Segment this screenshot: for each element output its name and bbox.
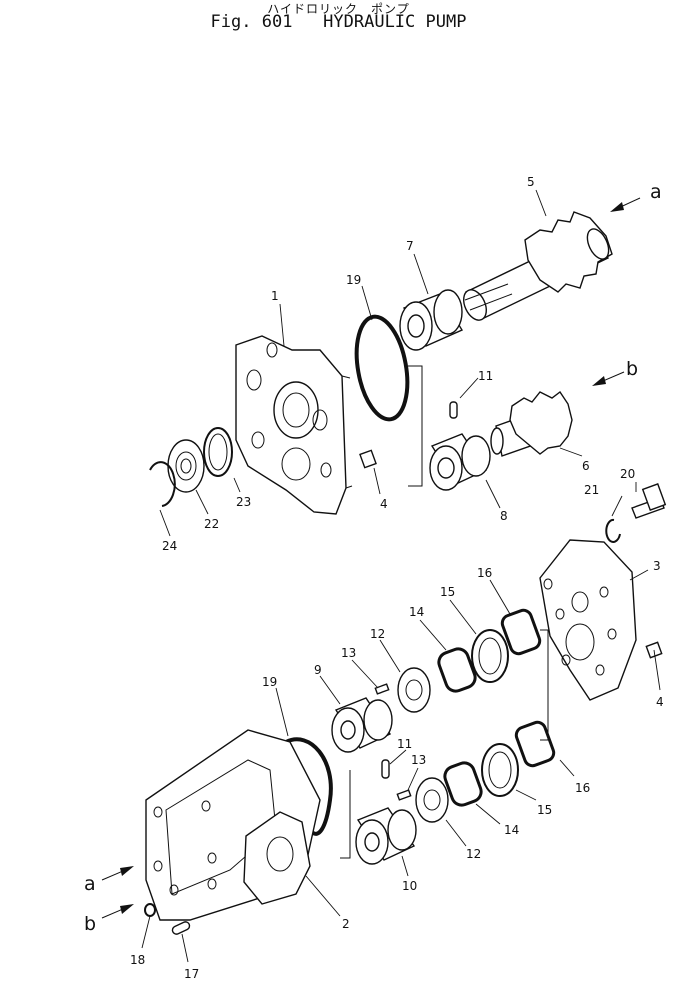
callout-17: 17 — [184, 967, 199, 981]
callout-14-upper: 14 — [409, 605, 424, 619]
arrow-label-a-bottom: a — [84, 873, 96, 895]
callout-19-lower: 19 — [262, 675, 277, 689]
callout-13-upper: 13 — [341, 646, 356, 660]
callout-19-upper: 19 — [346, 273, 361, 287]
leader-lines — [141, 189, 661, 963]
bolt-4-upper-part — [359, 449, 377, 469]
seal-23-part — [203, 427, 233, 477]
arrow-label-b-top: b — [626, 358, 638, 380]
callout-7: 7 — [406, 239, 414, 253]
bearing-7-part — [399, 289, 464, 351]
title-japanese: ハイドロリック ポンプ — [267, 2, 410, 16]
o-ring-19-upper-part — [354, 314, 410, 422]
callout-10: 10 — [402, 879, 417, 893]
callout-22: 22 — [204, 517, 219, 531]
callout-12-upper: 12 — [370, 627, 385, 641]
callout-11-lower: 11 — [397, 737, 412, 751]
callout-2: 2 — [342, 917, 350, 931]
o-ring-19-lower-part — [285, 737, 333, 836]
seal-14-upper-part — [437, 647, 477, 693]
plate-12-lower-part — [415, 777, 449, 823]
callout-18: 18 — [130, 953, 145, 967]
callout-23: 23 — [236, 495, 251, 509]
callout-6: 6 — [582, 459, 590, 473]
snap-ring-24-part — [149, 461, 176, 507]
dowel-pin-17-part — [171, 921, 191, 935]
pin-13-lower-part — [396, 789, 412, 801]
gear-case-2-part — [145, 729, 321, 921]
callout-4-lower: 4 — [656, 695, 664, 709]
arrow-label-a-top: a — [650, 181, 662, 203]
callout-numbers: 1 2 3 4 4 5 6 7 8 9 10 11 11 12 12 13 13… — [130, 175, 664, 981]
callout-4-upper: 4 — [380, 497, 388, 511]
pin-11-lower-part — [381, 759, 390, 779]
figure-title: Fig. 601 HYDRAULIC PUMP — [0, 12, 677, 32]
bearing-15-lower-part — [481, 743, 519, 797]
callout-15-upper: 15 — [440, 585, 455, 599]
drive-shaft-gear-part — [462, 211, 613, 321]
washer-21-part — [605, 518, 621, 543]
callout-11-upper: 11 — [478, 369, 493, 383]
seal-14-lower-part — [443, 761, 483, 807]
bracket-plate-1-part — [235, 335, 353, 515]
seal-16-upper-part — [500, 608, 542, 656]
callout-20: 20 — [620, 467, 635, 481]
bushing-9-part — [331, 697, 393, 753]
callout-9: 9 — [314, 663, 322, 677]
figure-name: HYDRAULIC PUMP — [323, 12, 467, 32]
o-ring-18-part — [144, 903, 156, 917]
callout-15-lower: 15 — [537, 803, 552, 817]
cover-3-part — [539, 539, 637, 701]
plate-12-upper-part — [397, 667, 431, 713]
callout-3: 3 — [653, 559, 661, 573]
driven-gear-6-part — [490, 390, 573, 457]
callout-24: 24 — [162, 539, 177, 553]
arrow-labels: a b a b — [84, 181, 662, 935]
bearing-15-upper-part — [471, 629, 509, 683]
figure-number: Fig. 601 — [210, 12, 293, 32]
callout-12-lower: 12 — [466, 847, 481, 861]
callout-21: 21 — [584, 483, 599, 497]
assembly-lines — [340, 365, 549, 859]
callout-16-lower: 16 — [575, 781, 590, 795]
bushing-10-part — [355, 807, 417, 865]
pin-13-upper-part — [374, 683, 390, 695]
callout-8: 8 — [500, 509, 508, 523]
callout-13-lower: 13 — [411, 753, 426, 767]
callout-16-upper: 16 — [477, 566, 492, 580]
flow-arrows — [101, 197, 641, 919]
arrow-label-b-bottom: b — [84, 913, 96, 935]
callout-14-lower: 14 — [504, 823, 519, 837]
bushing-8-part — [429, 433, 491, 491]
bolt-20-part — [631, 483, 667, 519]
callout-1: 1 — [271, 289, 279, 303]
pin-11-upper-part — [449, 401, 458, 419]
seal-16-lower-part — [514, 720, 556, 768]
bearing-22-part — [167, 439, 205, 493]
callout-5: 5 — [527, 175, 535, 189]
